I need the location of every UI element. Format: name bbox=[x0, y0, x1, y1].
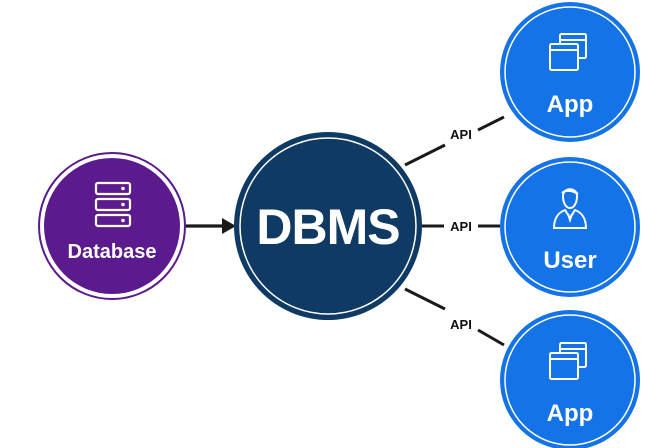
app-label-bottom: App bbox=[547, 400, 594, 427]
user-ring bbox=[504, 161, 636, 293]
app-node-top: App bbox=[500, 2, 640, 142]
database-node: Database bbox=[38, 152, 186, 300]
connectors bbox=[186, 115, 505, 347]
api-line-bottom bbox=[404, 287, 446, 311]
arrow-head bbox=[222, 218, 236, 234]
app-ring-bottom bbox=[504, 314, 636, 446]
api-label-bottom: API bbox=[450, 317, 472, 332]
server-stack-icon bbox=[94, 181, 132, 228]
user-icon bbox=[552, 188, 588, 229]
api-label-top: API bbox=[450, 127, 472, 142]
app-node-bottom: App bbox=[500, 310, 640, 448]
windows-icon bbox=[549, 342, 587, 380]
app-ring-top bbox=[504, 6, 636, 138]
api-line-bottom bbox=[477, 328, 505, 347]
user-node: User bbox=[500, 157, 640, 297]
dbms-label: DBMS bbox=[256, 199, 399, 255]
app-label-top: App bbox=[547, 91, 594, 118]
dbms-node: DBMS bbox=[234, 132, 422, 320]
windows-icon bbox=[549, 33, 587, 71]
database-label: Database bbox=[68, 241, 157, 263]
api-line-top bbox=[404, 143, 446, 167]
api-label-middle: API bbox=[450, 219, 472, 234]
app-circle-top bbox=[500, 2, 640, 142]
dbms-inner-ring bbox=[239, 137, 417, 315]
dbms-outer-ring bbox=[234, 132, 422, 320]
user-label: User bbox=[543, 247, 596, 274]
api-line-top bbox=[477, 115, 505, 132]
